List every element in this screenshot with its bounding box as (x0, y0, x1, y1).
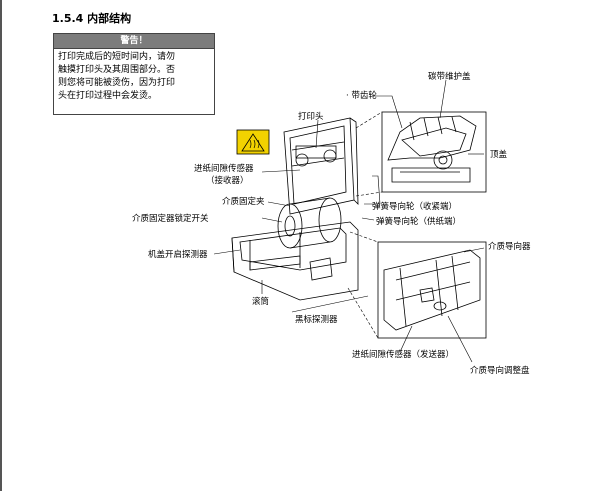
warning-line: 则您将可能被烫伤，因为打印 (58, 78, 176, 88)
label-media-guide: 介质导向器 (488, 242, 531, 252)
warning-heading: 警告！ (54, 34, 214, 49)
label-black-mark-sensor: 黑标探测器 (295, 315, 338, 325)
label-spring-guide-takeup: 弹簧导向轮（收紧端） (372, 202, 458, 212)
section-title: 1.5.4 内部结构 (52, 12, 132, 25)
label-ribbon-gear: · 带齿轮 (346, 91, 377, 101)
label-platen: 滚筒 (252, 297, 270, 307)
warning-line: 打印完成后的短时间内，请勿 (58, 52, 176, 62)
label-media-holder: 介质固定夹 (222, 197, 265, 207)
ribbon-cover-inset (381, 111, 487, 193)
label-media-guide-dial: 介质导向调整盘 (470, 366, 530, 376)
warning-text: 打印完成后的短时间内，请勿 触摸打印头及其周围部分。否 则您将可能被烫伤，因为打… (54, 49, 214, 105)
label-top-cover: 顶盖 (490, 150, 508, 160)
label-ribbon-cover: 碳带维护盖 (428, 72, 471, 82)
label-gap-sensor-receiver-note: （接收器） (206, 176, 249, 186)
label-gap-sensor-receiver: 进纸间隙传感器 (194, 164, 254, 174)
warning-box: 警告！ 打印完成后的短时间内，请勿 触摸打印头及其周围部分。否 则您将可能被烫伤… (53, 33, 215, 115)
leader-lines (213, 79, 485, 363)
label-cover-open-sensor: 机盖开启探测器 (148, 250, 208, 260)
label-holder-lock-switch: 介质固定器锁定开关 (132, 214, 209, 224)
label-spring-guide-supply: 弹簧导向轮（供纸端） (376, 217, 462, 227)
warning-line: 触摸打印头及其周围部分。否 (58, 65, 176, 75)
warning-line: 头在打印过程中会发烫。 (58, 91, 158, 101)
printer-body (231, 117, 359, 301)
label-print-head: 打印头 (298, 112, 324, 122)
page-left-border (0, 0, 2, 491)
media-guide-inset (377, 241, 487, 339)
hot-surface-warning-icon (236, 129, 270, 155)
label-gap-sensor-transmitter: 进纸间隙传感器（发送器） (352, 350, 455, 360)
